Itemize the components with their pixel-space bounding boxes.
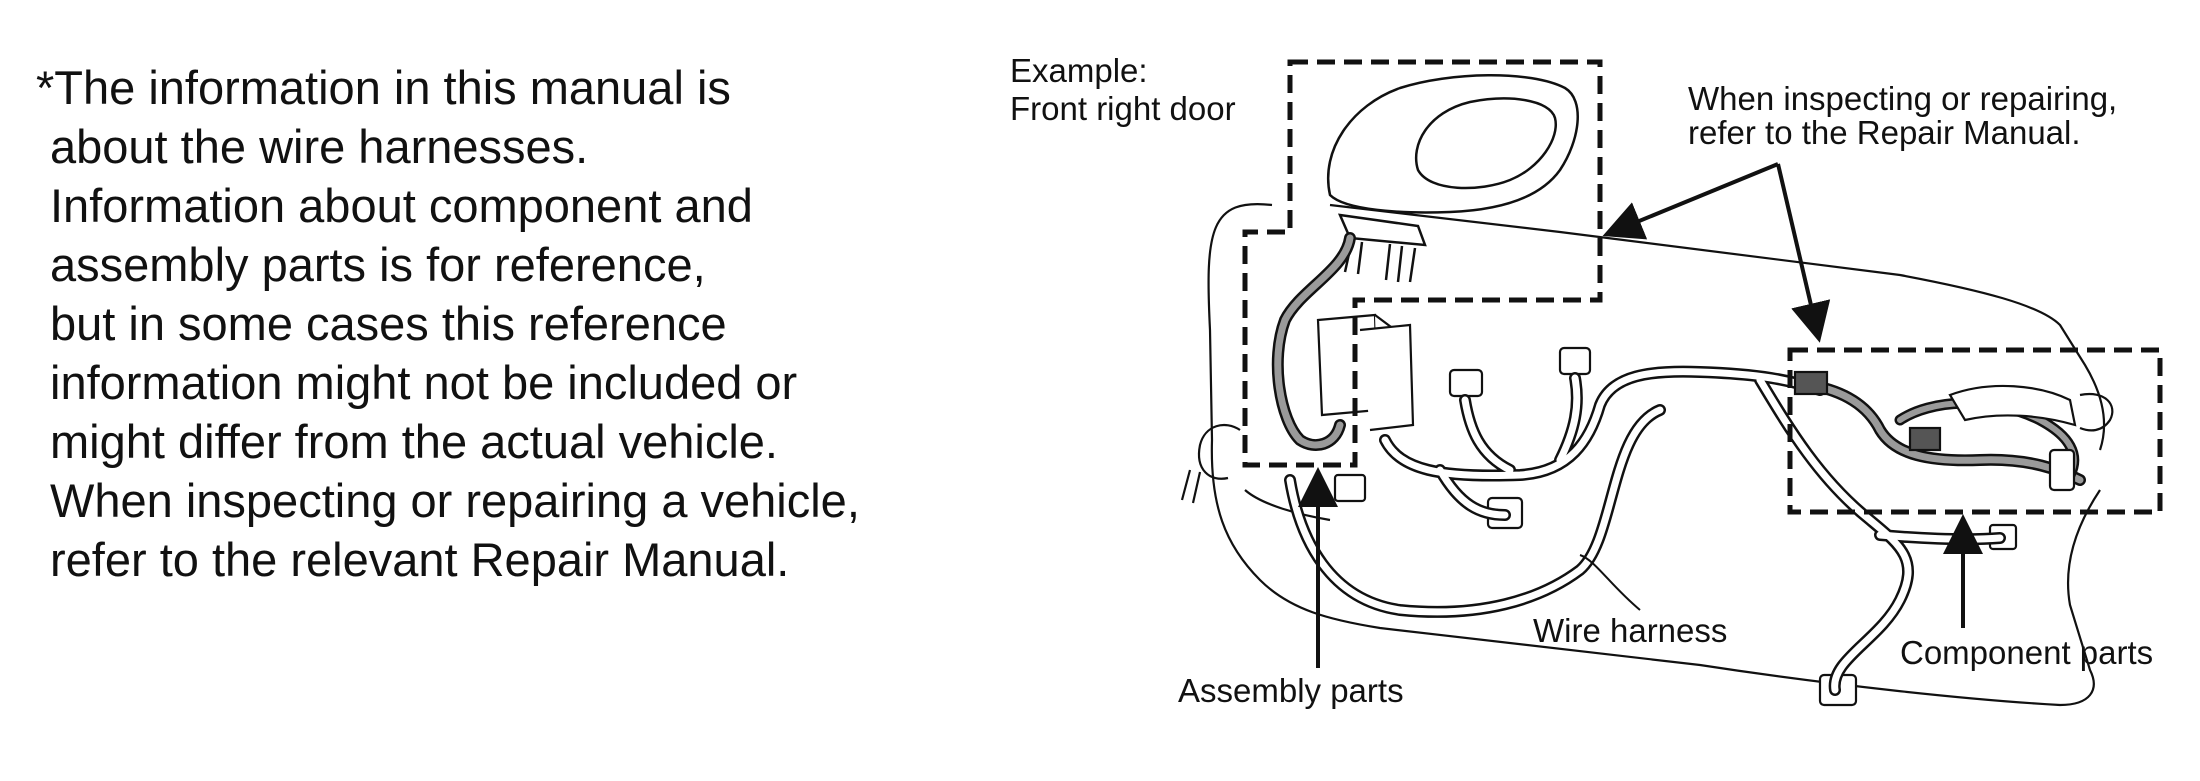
callout-arrows [1298,162,1983,668]
wire-harness-bundle-inner [1286,368,2004,694]
wire-harness-label: Wire harness [1533,612,1727,649]
component-parts-label: Component parts [1900,634,2153,671]
example-door-label: Front right door [1010,90,1236,127]
assembly-parts-dashed-box [1242,59,1603,468]
notice-text: *The information in this manual is about… [36,58,936,589]
callout-label: refer to the Repair Manual. [1688,114,2081,151]
wire-harness-leader [1579,554,1641,611]
notice-line: about the wire harnesses. [50,120,589,173]
notice-line: When inspecting or repairing a vehicle, [50,474,860,527]
notice-line: but in some cases this reference [50,297,727,350]
assembly-parts-label: Assembly parts [1178,672,1404,709]
notice-line: information might not be included or [50,356,798,409]
callout-label: When inspecting or repairing, [1688,80,2117,117]
side-mirror [1327,74,1579,283]
notice-line: *The information in this manual is [36,61,731,114]
highlighted-harness [1271,232,2086,486]
door-handle-assembly [1793,370,2077,492]
notice-line: might differ from the actual vehicle. [50,415,778,468]
notice-line: assembly parts is for reference, [50,238,706,291]
door-control-module [1316,313,1415,432]
example-label: Example: [1010,52,1148,89]
door-panel-outline [1207,203,2114,707]
notice-line: refer to the relevant Repair Manual. [50,533,790,586]
notice-line: Information about component and [50,179,753,232]
harness-plug [1180,423,1241,504]
component-parts-dashed-box [1787,347,2163,515]
